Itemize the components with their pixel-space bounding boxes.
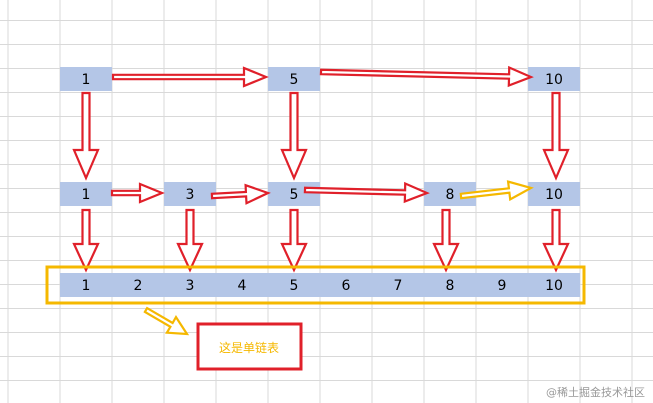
watermark: @稀土掘金技术社区 — [546, 385, 645, 399]
node-cell — [60, 67, 112, 91]
node-value: 3 — [186, 187, 195, 203]
arrow-down-icon — [280, 208, 308, 273]
node-cell — [476, 273, 528, 297]
node-cell — [268, 273, 320, 297]
node-value: 1 — [82, 278, 91, 294]
node-value: 5 — [290, 278, 299, 294]
node-value: 10 — [545, 187, 563, 203]
arrow-down-icon — [542, 91, 570, 181]
node-cell — [216, 273, 268, 297]
node-base-7: 7 — [372, 273, 424, 297]
arrow-down-icon — [432, 208, 460, 273]
node-cell — [60, 273, 112, 297]
node-cell — [528, 182, 580, 206]
node-cell — [528, 273, 580, 297]
node-base-6: 6 — [320, 273, 372, 297]
node-level2-10: 10 — [528, 67, 580, 91]
node-cell — [372, 273, 424, 297]
callout-box: 这是单链表 — [196, 322, 303, 371]
node-level2-5: 5 — [268, 67, 320, 91]
node-cell — [268, 67, 320, 91]
node-value: 7 — [394, 278, 403, 294]
node-value: 1 — [82, 72, 91, 88]
node-base-10: 10 — [528, 273, 580, 297]
node-level1-3: 3 — [164, 182, 216, 206]
node-value: 2 — [134, 278, 143, 294]
callout-arrow-icon — [143, 306, 190, 336]
node-cell — [320, 273, 372, 297]
arrow-right-icon — [303, 181, 430, 204]
node-value: 9 — [498, 278, 507, 294]
node-level1-1: 1 — [60, 182, 112, 206]
node-cell — [164, 273, 216, 297]
arrow-down-icon — [280, 91, 308, 181]
node-base-9: 9 — [476, 273, 528, 297]
node-base-1: 1 — [60, 273, 112, 297]
arrow-right-icon — [210, 183, 271, 205]
arrow-right-icon — [110, 182, 165, 204]
node-cell — [164, 182, 216, 206]
node-value: 3 — [186, 278, 195, 294]
arrow-down-icon — [72, 91, 100, 181]
arrow-right-icon — [111, 66, 269, 88]
callout-border — [196, 322, 303, 371]
node-base-3: 3 — [164, 273, 216, 297]
node-base-8: 8 — [424, 273, 476, 297]
node-value: 4 — [238, 278, 247, 294]
node-cell — [424, 273, 476, 297]
node-value: 1 — [82, 187, 91, 203]
node-value: 10 — [545, 278, 563, 294]
arrow-down-icon — [542, 208, 570, 273]
node-base-4: 4 — [216, 273, 268, 297]
arrow-down-icon — [176, 208, 204, 273]
node-value: 6 — [342, 278, 351, 294]
node-cell — [528, 67, 580, 91]
callout-label: 这是单链表 — [219, 340, 279, 355]
node-base-2: 2 — [112, 273, 164, 297]
arrow-right-icon — [459, 180, 534, 202]
node-level1-5: 5 — [268, 182, 320, 206]
node-cell — [268, 182, 320, 206]
base-list-highlight — [45, 265, 586, 305]
node-value: 5 — [290, 72, 299, 88]
node-value: 8 — [446, 278, 455, 294]
node-cell — [60, 182, 112, 206]
node-level1-10: 10 — [528, 182, 580, 206]
arrow-right-icon — [319, 65, 534, 88]
node-cell — [112, 273, 164, 297]
node-level2-1: 1 — [60, 67, 112, 91]
node-base-5: 5 — [268, 273, 320, 297]
node-value: 5 — [290, 187, 299, 203]
node-value: 10 — [545, 72, 563, 88]
node-value: 8 — [446, 187, 455, 203]
arrow-down-icon — [72, 208, 100, 273]
